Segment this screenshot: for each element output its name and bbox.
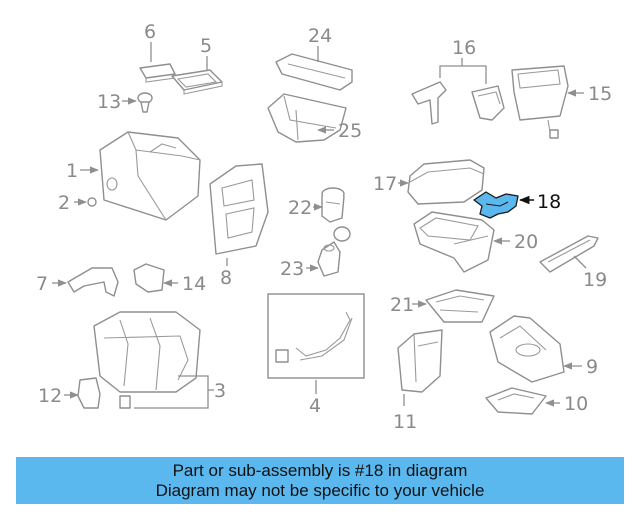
part-24-lid: 24 xyxy=(275,25,353,91)
callout-21: 21 xyxy=(390,294,414,316)
part-7-bracket: 7 xyxy=(36,267,119,297)
part-9-unit: 9 xyxy=(489,315,598,383)
part-1-console: 1 xyxy=(66,131,201,221)
part-8-panel: 8 xyxy=(209,163,269,289)
part-2-screw: 2 xyxy=(58,192,97,214)
part-4-box: 4 xyxy=(267,293,365,417)
part-22-cup: 22 xyxy=(288,187,345,223)
callout-2: 2 xyxy=(58,192,70,214)
callout-24: 24 xyxy=(308,25,332,47)
callout-14: 14 xyxy=(182,273,206,295)
part-12-clip: 12 xyxy=(38,377,101,409)
part-10-mat: 10 xyxy=(485,387,588,415)
callout-8: 8 xyxy=(220,267,232,289)
part-16-brackets: 16 xyxy=(411,37,505,125)
callout-15: 15 xyxy=(588,83,612,105)
part-6-pad: 6 xyxy=(139,21,176,83)
part-13-clip: 13 xyxy=(97,91,153,113)
callout-12: 12 xyxy=(38,385,62,407)
part-21-mat: 21 xyxy=(390,289,495,323)
callout-3: 3 xyxy=(214,380,226,402)
banner-line-2: Diagram may not be specific to your vehi… xyxy=(155,480,485,500)
callout-16: 16 xyxy=(452,37,476,59)
callout-20: 20 xyxy=(514,231,538,253)
callout-19: 19 xyxy=(583,269,607,291)
callout-17: 17 xyxy=(373,173,397,195)
part-25-bracket: 25 xyxy=(267,93,362,143)
part-14-clip: 14 xyxy=(133,263,206,295)
callout-22: 22 xyxy=(288,197,312,219)
info-banner: Part or sub-assembly is #18 in diagram D… xyxy=(16,457,624,504)
callout-6: 6 xyxy=(144,21,156,43)
callout-9: 9 xyxy=(586,356,598,378)
part-17-armrest: 17 xyxy=(373,159,485,205)
callout-10: 10 xyxy=(564,393,588,415)
callout-23: 23 xyxy=(280,258,304,280)
part-15-bin: 15 xyxy=(511,65,612,139)
callout-13: 13 xyxy=(97,91,121,113)
part-19-strip: 19 xyxy=(539,235,607,291)
callout-18: 18 xyxy=(537,191,561,213)
part-5-tray: 5 xyxy=(171,35,223,95)
callout-1: 1 xyxy=(66,160,78,182)
parts-diagram: 6 5 13 24 25 16 xyxy=(36,21,612,433)
part-18-highlighted: 18 xyxy=(473,191,561,219)
callout-25: 25 xyxy=(338,120,362,142)
callout-11: 11 xyxy=(393,411,417,433)
callout-4: 4 xyxy=(309,395,321,417)
part-11-box: 11 xyxy=(393,329,443,433)
banner-line-1: Part or sub-assembly is #18 in diagram xyxy=(172,460,468,480)
part-3-frame: 3 xyxy=(93,311,226,409)
part-20-tray: 20 xyxy=(413,211,538,273)
callout-5: 5 xyxy=(200,35,212,57)
part-23-insert: 23 xyxy=(280,226,351,280)
callout-7: 7 xyxy=(36,273,48,295)
